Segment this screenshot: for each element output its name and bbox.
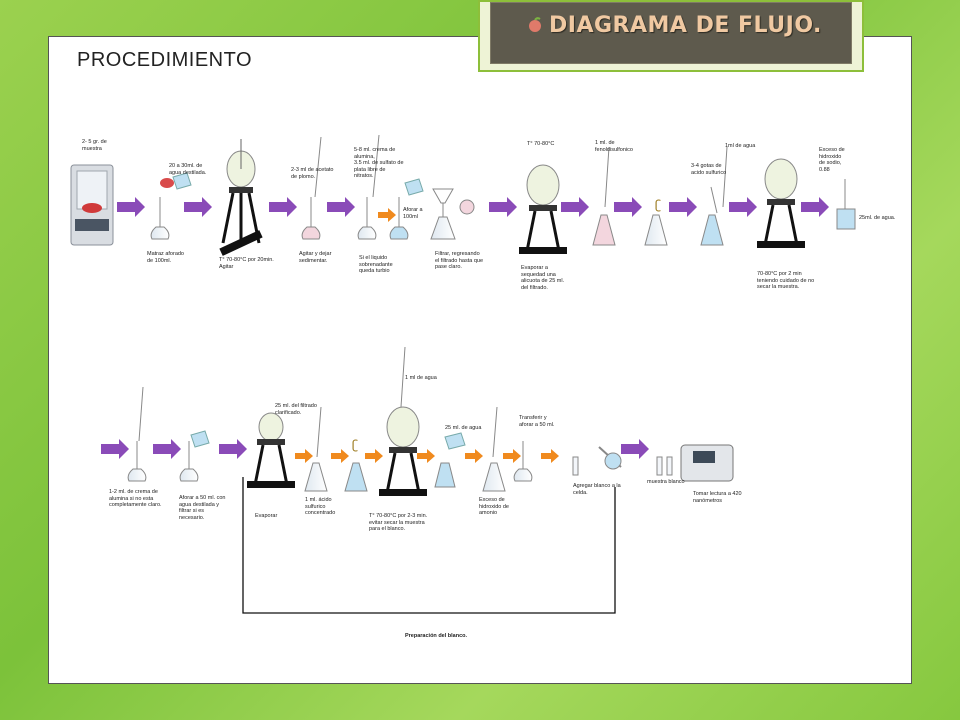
purple-arrow <box>117 197 145 217</box>
beaker <box>434 432 466 488</box>
step-label: 2-3 ml de acetato de plomo. <box>291 167 334 180</box>
step-label: T° 70-80°C por 20min. Agitar <box>219 257 274 270</box>
blank-prep-bracket <box>242 477 616 614</box>
purple-arrow <box>153 439 181 459</box>
step-label: 1ml de agua <box>725 143 756 149</box>
step-label: 20 a 30ml. de agua destilada. <box>169 163 207 176</box>
purple-arrow <box>669 197 697 217</box>
step-label: Filtrar, regresando el filtrado hasta qu… <box>435 251 484 270</box>
heating-stand <box>757 158 805 248</box>
step-label: muestra blanco <box>647 479 685 485</box>
orange-arrow <box>331 449 349 463</box>
cuvettes <box>656 456 673 476</box>
purple-arrow <box>801 197 829 217</box>
spectrophotometer <box>680 444 734 482</box>
svg-text:ʗ: ʗ <box>352 438 358 452</box>
step-label: Agregar blanco a la celda. <box>573 483 621 496</box>
orange-arrow <box>378 208 396 222</box>
step-label: T° 70-80°C por 2-3 min. evitar secar la … <box>369 513 428 532</box>
step-label: Matraz aforado de 100ml. <box>147 251 184 264</box>
step-label: Evaporar <box>255 513 278 519</box>
step-label: T° 70-80°C <box>527 141 555 147</box>
purple-arrow <box>621 439 649 459</box>
heating-stand <box>219 139 263 256</box>
step-label: 25 ml. de agua <box>445 425 482 431</box>
step-label: 2- 5 gr. de muestra <box>82 139 107 152</box>
step-label: Agitar y dejar sedimentar. <box>299 251 332 264</box>
purple-arrow <box>489 197 517 217</box>
step-label: 70-80°C por 2 min teniendo cuidado de no… <box>757 271 815 290</box>
step-label: 1 ml de agua <box>405 375 437 381</box>
step-label: 25ml. de agua. <box>859 215 896 221</box>
cuvettes <box>572 446 622 476</box>
step-label: 1-2 ml. de crema de alumina si no esta c… <box>109 489 162 508</box>
purple-arrow <box>219 439 247 459</box>
step-label: Exceso de hidroxido de amonio <box>479 497 509 516</box>
heating-stand <box>247 412 295 488</box>
purple-arrow <box>327 197 355 217</box>
heating-stand <box>379 346 427 496</box>
procedure-heading: PROCEDIMIENTO <box>77 49 253 71</box>
title-frame: DIAGRAMA DE FLUJO. <box>478 0 864 72</box>
volumetric-flask <box>150 172 192 240</box>
flask-pair <box>357 134 424 240</box>
volumetric-flask <box>179 430 210 482</box>
purple-arrow <box>269 197 297 217</box>
step-label: 3-4 gotas de acido sulfurico <box>691 163 727 176</box>
step-label: Si el liquido sobrenadante queda turbio <box>359 255 393 274</box>
svg-text:ʗ: ʗ <box>655 198 661 212</box>
orange-arrow <box>365 449 383 463</box>
step-label: Aforar a 50 ml. con agua destilada y fil… <box>179 495 226 521</box>
step-label: 5-8 ml. crema de alumina, 3.5 ml. de sul… <box>354 147 404 179</box>
title-panel: DIAGRAMA DE FLUJO. <box>490 2 852 64</box>
erlenmeyer-flask <box>304 406 328 492</box>
heating-stand <box>519 164 567 254</box>
erlenmeyer-flask: ʗ <box>344 438 368 492</box>
erlenmeyer-flask <box>482 406 506 492</box>
step-label: 25 ml. del filtrado clarificado. <box>275 403 317 416</box>
purple-arrow <box>101 439 129 459</box>
erlenmeyer-flask: ʗ <box>644 198 668 246</box>
blank-prep-label: Preparación del blanco. <box>405 633 468 639</box>
volumetric-flask <box>127 386 147 482</box>
erlenmeyer-flask <box>592 146 616 246</box>
erlenmeyer-flask <box>700 146 728 246</box>
slide-canvas: PROCEDIMIENTO <box>48 36 912 684</box>
flow-diagram: ʗ <box>70 134 856 614</box>
step-label: Tomar lectura a 420 nanómetros <box>693 491 742 504</box>
purple-arrow <box>561 197 589 217</box>
step-label: Transferir y aforar a 50 ml. <box>519 415 555 428</box>
flask-with-pipette <box>301 136 322 240</box>
orange-arrow <box>465 449 483 463</box>
analytical-balance <box>70 164 114 246</box>
beaker <box>836 179 856 230</box>
purple-arrow <box>614 197 642 217</box>
funnel-flask <box>430 188 475 240</box>
slide-title: DIAGRAMA DE FLUJO. <box>549 13 822 38</box>
orange-arrow <box>541 449 559 463</box>
bullet-icon <box>529 17 541 32</box>
step-label: 1 ml. ácido sulfurico concentrado <box>305 497 336 516</box>
step-label: 1 ml. de fenoldisulfonico <box>595 140 633 153</box>
purple-arrow <box>729 197 757 217</box>
purple-arrow <box>184 197 212 217</box>
step-label: Aforar a 100ml <box>403 207 423 220</box>
orange-arrow <box>295 449 313 463</box>
step-label: Exceso de hidroxido de sodio, 0.88 <box>819 147 845 173</box>
orange-arrow <box>503 449 521 463</box>
step-label: Evaporar a sequedad una alicuota de 25 m… <box>521 265 565 291</box>
volumetric-flask <box>513 441 533 482</box>
orange-arrow <box>417 449 435 463</box>
